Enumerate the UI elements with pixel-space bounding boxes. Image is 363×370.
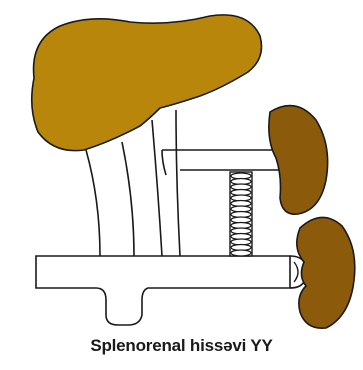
splenic-vein bbox=[162, 150, 280, 175]
inferior-vena-cava bbox=[36, 256, 290, 325]
spleen bbox=[269, 106, 328, 215]
diagram-caption: Splenorenal hissəvi YY bbox=[0, 336, 363, 356]
splenorenal-shunt bbox=[230, 172, 252, 256]
shunt-coil bbox=[231, 250, 251, 256]
kidney bbox=[297, 217, 355, 328]
liver bbox=[32, 15, 262, 151]
